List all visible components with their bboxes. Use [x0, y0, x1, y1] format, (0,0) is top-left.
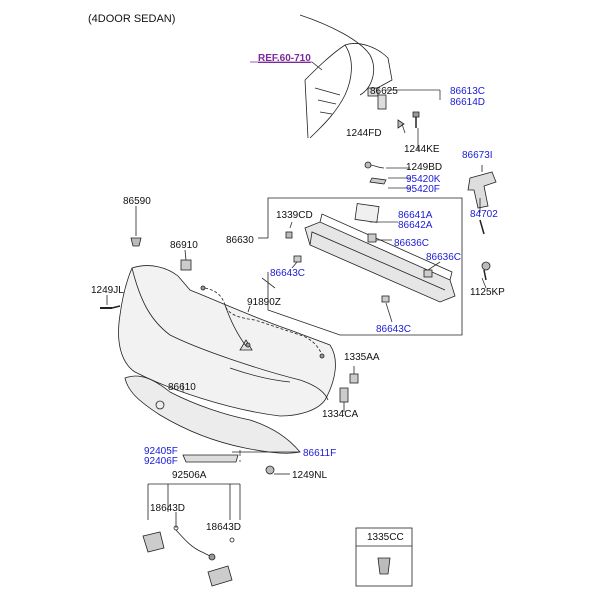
callout-92506a[interactable]: 92506A: [172, 470, 207, 481]
callout-84702[interactable]: 84702: [470, 209, 498, 220]
brackets-1335aa: [339, 366, 359, 412]
inset-1335cc: [355, 527, 413, 587]
callout-1244fd[interactable]: 1244FD: [346, 128, 382, 139]
retainer-86910: [180, 249, 192, 271]
ref-arrow: [250, 61, 323, 71]
screw-1249jl: [100, 295, 121, 309]
bumper-cover: [118, 265, 336, 417]
callout-18643d-b[interactable]: 18643D: [206, 522, 242, 533]
reflector: [182, 454, 239, 463]
callout-86610[interactable]: 86610: [168, 382, 196, 393]
lower-diffuser: [124, 375, 301, 454]
callout-1339cd[interactable]: 1339CD: [276, 210, 313, 221]
callout-86614d[interactable]: 86614D: [450, 97, 486, 108]
callout-1249nl[interactable]: 1249NL: [292, 470, 328, 481]
callout-95420k[interactable]: 95420K: [406, 174, 441, 185]
callout-1244ke[interactable]: 1244KE: [404, 144, 440, 155]
bolt-1125kp: [481, 261, 491, 281]
upper-clips: [367, 87, 420, 129]
callout-1335cc[interactable]: 1335CC: [367, 532, 404, 543]
callout-1334ca[interactable]: 1334CA: [322, 409, 359, 420]
callout-86613c[interactable]: 86613C: [450, 86, 486, 97]
callout-86673i[interactable]: 86673I: [462, 150, 493, 161]
screw-1249nl: [265, 465, 290, 475]
callout-86636c-b[interactable]: 86636C: [426, 252, 462, 263]
ref-link[interactable]: REF.60-710: [258, 53, 311, 64]
callout-86643c-b[interactable]: 86643C: [376, 324, 412, 335]
callout-92406f[interactable]: 92406F: [144, 456, 178, 467]
callout-91890z[interactable]: 91890Z: [247, 297, 281, 308]
callout-86643c-a[interactable]: 86643C: [270, 268, 306, 279]
callout-1249jl[interactable]: 1249JL: [91, 285, 124, 296]
callout-86590[interactable]: 86590: [123, 196, 151, 207]
license-lamp-group: [142, 483, 241, 587]
callout-86641a[interactable]: 86641A: [398, 210, 433, 221]
clip-86590: [130, 206, 142, 247]
callout-86611f[interactable]: 86611F: [303, 448, 337, 459]
wiring-harness: [200, 285, 325, 359]
callout-86625[interactable]: 86625: [370, 86, 398, 97]
callout-86910[interactable]: 86910: [170, 240, 198, 251]
body-panel: [299, 14, 393, 139]
callout-92405f[interactable]: 92405F: [144, 446, 178, 457]
callout-95420f[interactable]: 95420F: [406, 184, 440, 195]
callout-1125kp[interactable]: 1125KP: [470, 287, 505, 298]
callout-86642a[interactable]: 86642A: [398, 220, 433, 231]
beam-group: [258, 197, 463, 336]
callout-18643d-a[interactable]: 18643D: [150, 503, 186, 514]
callout-86636c-a[interactable]: 86636C: [394, 238, 430, 249]
side-bracket: [467, 165, 497, 235]
sensor-parts: [364, 161, 387, 185]
callout-1335aa[interactable]: 1335AA: [344, 352, 380, 363]
diagram-title: (4DOOR SEDAN): [88, 13, 176, 25]
callout-86630[interactable]: 86630: [226, 235, 254, 246]
callout-1249bd[interactable]: 1249BD: [406, 162, 443, 173]
